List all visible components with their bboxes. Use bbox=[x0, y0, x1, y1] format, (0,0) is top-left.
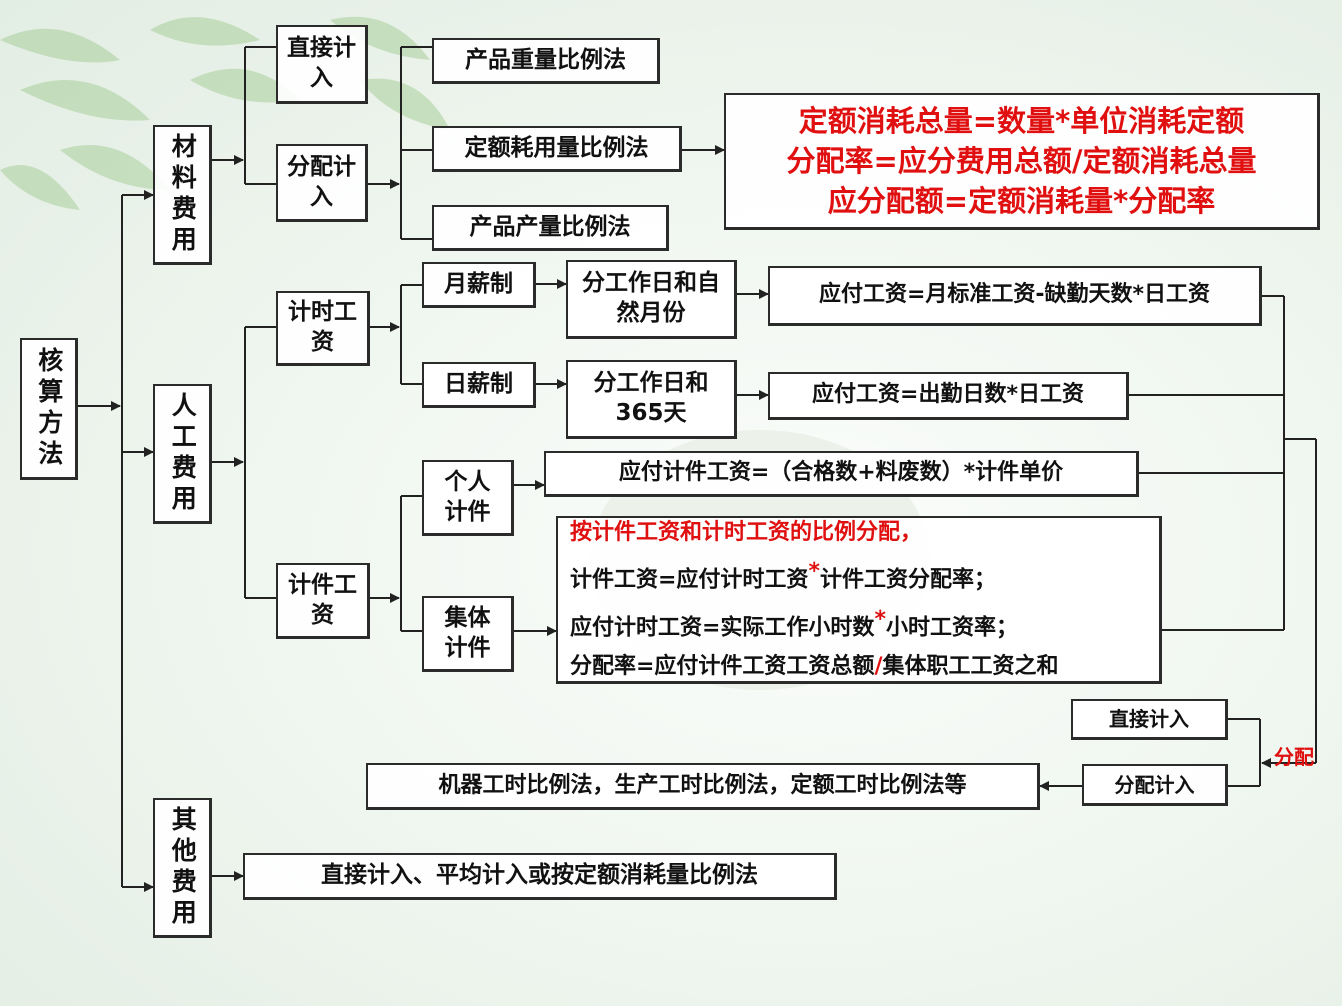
collective-line-2: 计件工资=应付计时工资*计件工资分配率； bbox=[570, 559, 996, 593]
material-allocate-node: 分配计入 bbox=[276, 144, 368, 222]
material-cost-node: 材料费用 bbox=[153, 125, 212, 265]
monthly-salary-node: 月薪制 bbox=[422, 262, 536, 308]
daily-salary-node: 日薪制 bbox=[422, 362, 536, 408]
other-cost-node: 其他费用 bbox=[153, 798, 212, 938]
collective-piece-formula-box: 按计件工资和计时工资的比例分配， 计件工资=应付计时工资*计件工资分配率； 应付… bbox=[556, 516, 1162, 684]
method-quota-consumption: 定额耗用量比例法 bbox=[432, 126, 682, 172]
root-accounting-methods: 核算方法 bbox=[20, 338, 78, 480]
collective-line-1: 按计件工资和计时工资的比例分配， bbox=[570, 519, 923, 545]
individual-piece-node: 个人计件 bbox=[422, 460, 514, 536]
formula-allocation-rate: 分配率=应分费用总额/定额消耗总量 bbox=[786, 143, 1257, 178]
material-direct-node: 直接计入 bbox=[276, 25, 368, 104]
labor-cost-node: 人工费用 bbox=[153, 384, 212, 524]
monthly-days-node: 分工作日和自然月份 bbox=[566, 260, 737, 339]
collective-line-3: 应付计时工资=实际工作小时数*小时工资率； bbox=[570, 606, 1018, 640]
time-wage-node: 计时工资 bbox=[276, 291, 370, 366]
collective-piece-node: 集体计件 bbox=[422, 596, 514, 672]
piece-wage-node: 计件工资 bbox=[276, 563, 370, 639]
daily-days-line1: 分工作日和 bbox=[593, 370, 709, 397]
allocate-tag: 分配 bbox=[1274, 745, 1314, 769]
collective-line-4: 分配率=应付计件工资工资总额/集体职工工资之和 bbox=[570, 653, 1059, 679]
formula-quota-total: 定额消耗总量=数量*单位消耗定额 bbox=[798, 103, 1245, 138]
other-cost-method: 直接计入、平均计入或按定额消耗量比例法 bbox=[243, 853, 837, 900]
formula-allocated-amount: 应分配额=定额消耗量*分配率 bbox=[827, 184, 1216, 218]
daily-days-node: 分工作日和 365天 bbox=[566, 360, 737, 439]
labor-allocate-methods: 机器工时比例法，生产工时比例法，定额工时比例法等 bbox=[366, 763, 1040, 810]
monthly-wage-formula: 应付工资=月标准工资-缺勤天数*日工资 bbox=[768, 266, 1262, 326]
method-product-output: 产品产量比例法 bbox=[432, 205, 669, 251]
daily-wage-formula: 应付工资=出勤日数*日工资 bbox=[768, 372, 1129, 420]
individual-piece-formula: 应付计件工资=（合格数+料废数）*计件单价 bbox=[544, 451, 1139, 497]
material-formula-box: 定额消耗总量=数量*单位消耗定额 分配率=应分费用总额/定额消耗总量 应分配额=… bbox=[724, 93, 1320, 230]
daily-days-line2: 365天 bbox=[615, 400, 687, 426]
labor-allocate-node: 分配计入 bbox=[1082, 764, 1228, 806]
labor-direct-node: 直接计入 bbox=[1071, 699, 1228, 740]
method-product-weight: 产品重量比例法 bbox=[432, 38, 660, 84]
